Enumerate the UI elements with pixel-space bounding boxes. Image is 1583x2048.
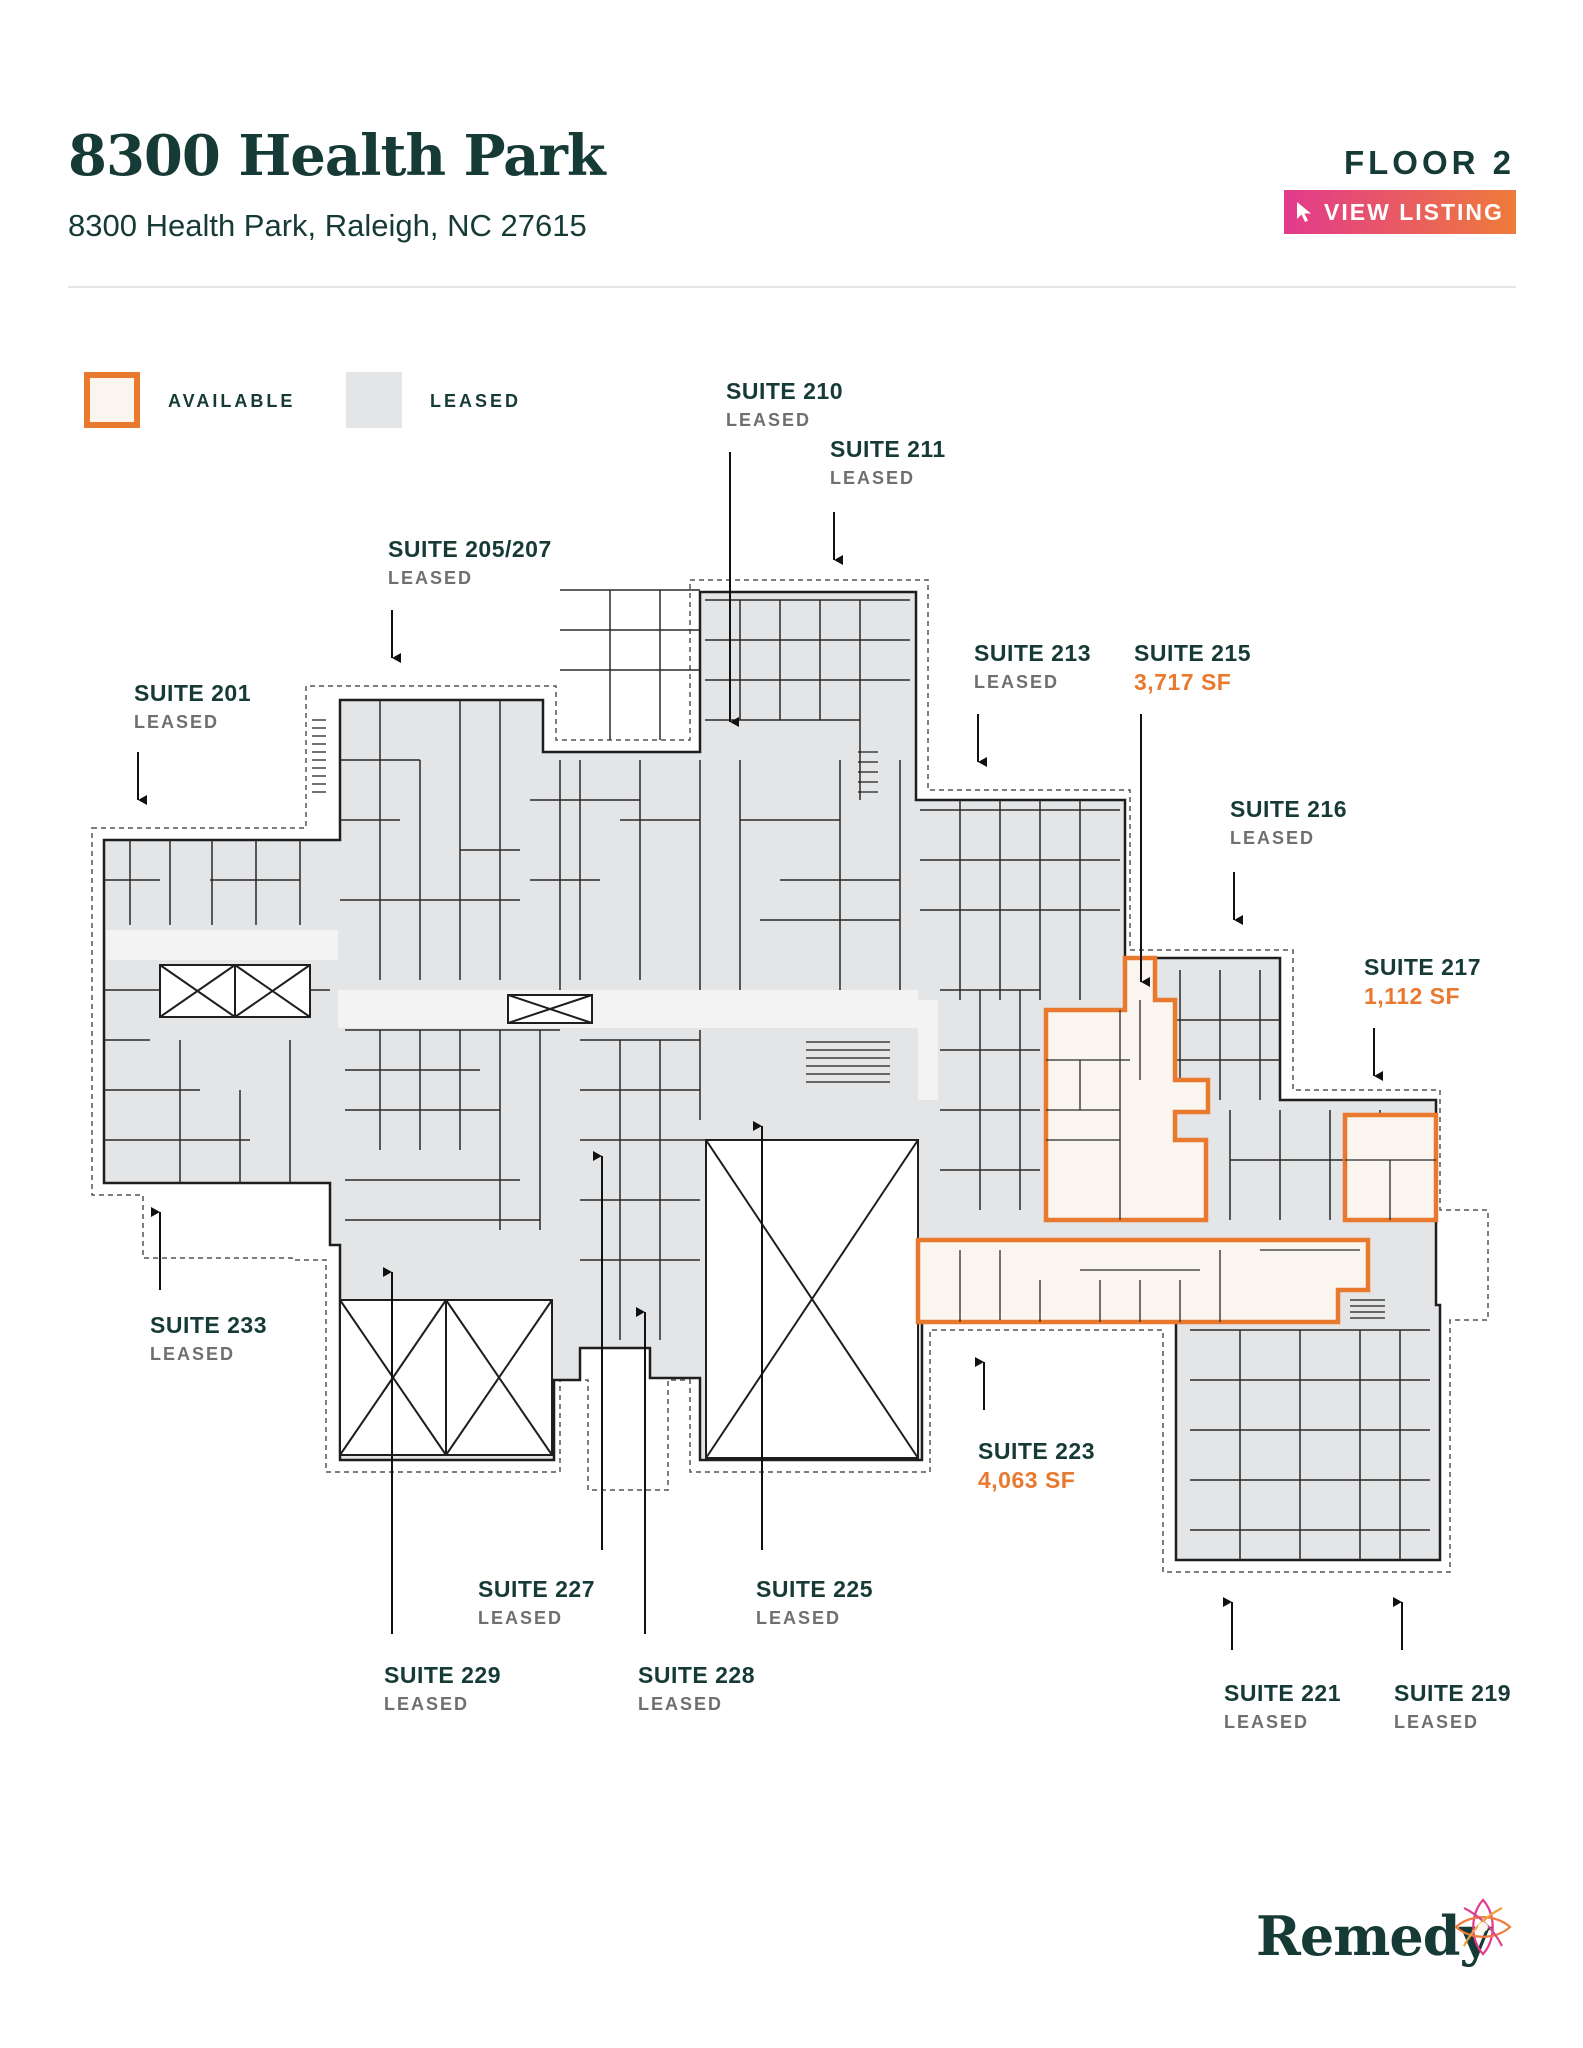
suite-name: SUITE 210 [726, 378, 843, 404]
suite-pointers [137, 452, 1403, 1650]
floor-label: FLOOR 2 [1343, 144, 1515, 181]
suite-227-label[interactable]: SUITE 227 LEASED [478, 1576, 595, 1628]
suite-status: LEASED [726, 410, 812, 430]
suite-name: SUITE 201 [134, 680, 251, 706]
suite-status: LEASED [756, 1608, 842, 1628]
property-outline [91, 579, 1489, 1573]
cursor-arrow-icon [1297, 202, 1312, 222]
suite-status: LEASED [134, 712, 220, 732]
suite-210-label[interactable]: SUITE 210 LEASED [726, 378, 843, 430]
header-divider [68, 286, 1516, 288]
suite-name: SUITE 225 [756, 1576, 873, 1602]
suite-233-label[interactable]: SUITE 233 LEASED [150, 1312, 267, 1364]
suite-status: LEASED [384, 1694, 470, 1714]
suite-status: LEASED [150, 1344, 236, 1364]
suite-228-label[interactable]: SUITE 228 LEASED [638, 1662, 755, 1714]
suite-size: 3,717 SF [1134, 669, 1232, 695]
suite-status: LEASED [638, 1694, 724, 1714]
suite-215-label[interactable]: SUITE 215 3,717 SF [1134, 642, 1251, 694]
available-suites [915, 955, 1439, 1325]
suite-status: LEASED [478, 1608, 564, 1628]
suite-205-label[interactable]: SUITE 205/207 LEASED [388, 536, 552, 588]
suite-status: LEASED [1224, 1712, 1310, 1732]
suite-216-label[interactable]: SUITE 216 LEASED [1230, 796, 1347, 848]
available-interior-walls [959, 1000, 1436, 1322]
suite-name: SUITE 233 [150, 1312, 267, 1338]
suite-229-label[interactable]: SUITE 229 LEASED [384, 1662, 501, 1714]
legend-available-swatch [84, 372, 140, 428]
remedy-swirl-icon [1454, 1898, 1512, 1956]
suite-name: SUITE 211 [830, 436, 946, 462]
legend-available-label: AVAILABLE [168, 391, 296, 411]
suite-status: LEASED [1394, 1712, 1480, 1732]
suite-name: SUITE 229 [384, 1662, 501, 1688]
suite-211-label[interactable]: SUITE 211 LEASED [830, 436, 946, 488]
suite-217-label[interactable]: SUITE 217 1,112 SF [1364, 956, 1481, 1008]
suite-215-area [1043, 955, 1211, 1223]
main-corridor [106, 930, 938, 1100]
suite-221-label[interactable]: SUITE 221 LEASED [1224, 1680, 1341, 1732]
suite-213-label[interactable]: SUITE 213 LEASED [974, 640, 1091, 692]
suite-name: SUITE 219 [1394, 1680, 1511, 1706]
legend-leased-label: LEASED [430, 391, 522, 411]
suite-name: SUITE 205/207 [388, 536, 552, 562]
interior-walls [104, 589, 1436, 1560]
address: 8300 Health Park, Raleigh, NC 27615 [68, 208, 587, 243]
view-listing-button[interactable]: VIEW LISTING [1284, 190, 1516, 234]
suite-status: LEASED [1230, 828, 1316, 848]
suite-225-label[interactable]: SUITE 225 LEASED [756, 1576, 873, 1628]
suite-219-label[interactable]: SUITE 219 LEASED [1394, 1680, 1511, 1732]
suite-status: LEASED [830, 468, 916, 488]
suite-size: 4,063 SF [978, 1467, 1076, 1493]
suite-name: SUITE 227 [478, 1576, 595, 1602]
suite-name: SUITE 216 [1230, 796, 1347, 822]
page-title: 8300 Health Park [68, 123, 606, 189]
suite-223-label[interactable]: SUITE 223 4,063 SF [978, 1440, 1095, 1492]
suite-201-label[interactable]: SUITE 201 LEASED [134, 680, 251, 732]
suite-name: SUITE 221 [1224, 1680, 1341, 1706]
suite-status: LEASED [388, 568, 474, 588]
suite-name: SUITE 213 [974, 640, 1091, 666]
suite-name: SUITE 223 [978, 1438, 1095, 1464]
suite-name: SUITE 215 [1134, 640, 1251, 666]
legend-leased-swatch [346, 372, 402, 428]
suite-status: LEASED [974, 672, 1060, 692]
suite-223-area [915, 1237, 1371, 1325]
suite-name: SUITE 217 [1364, 954, 1481, 980]
view-listing-label: VIEW LISTING [1324, 198, 1504, 225]
stairs [312, 719, 1385, 1319]
suite-name: SUITE 228 [638, 1662, 755, 1688]
remedy-logo: Remedy [1256, 1904, 1491, 1968]
suite-size: 1,112 SF [1364, 983, 1461, 1009]
